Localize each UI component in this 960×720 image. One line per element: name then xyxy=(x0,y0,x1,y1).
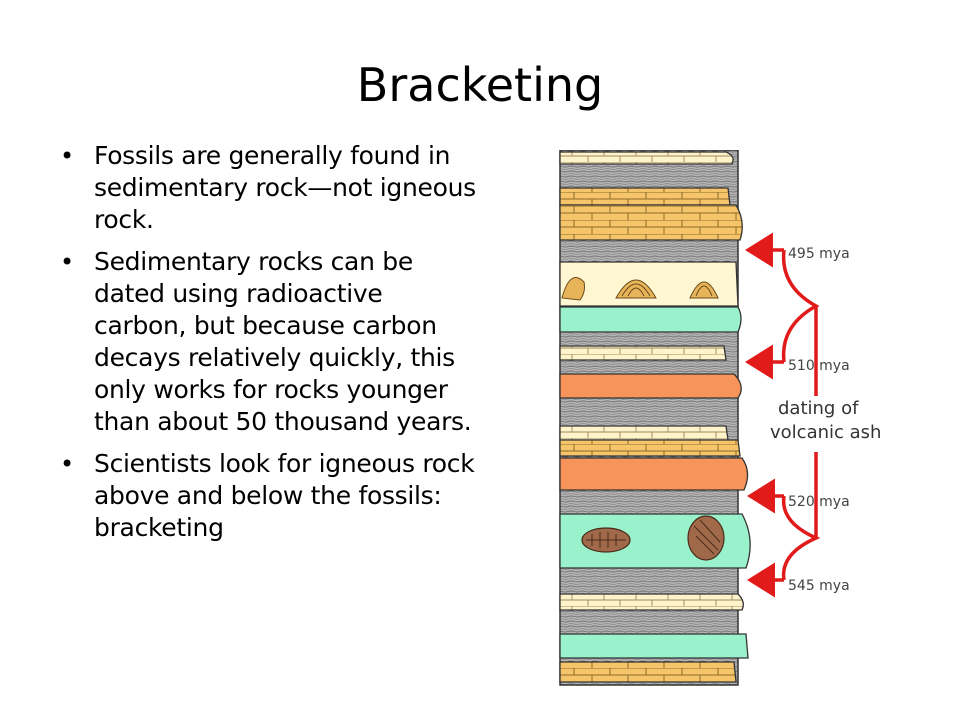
green-layer xyxy=(559,306,742,333)
age-label-510: 510 mya xyxy=(788,358,850,374)
limestone-layer xyxy=(559,204,743,241)
shell-fossil-icon xyxy=(561,277,719,301)
fossil-layer xyxy=(559,261,739,307)
age-label-495: 495 mya xyxy=(788,246,850,262)
bullet-text: Scientists look for igneous rock above a… xyxy=(94,449,475,542)
sandstone-layer xyxy=(559,345,727,361)
slide-title: Bracketing xyxy=(356,58,604,112)
bullet-item: • Sedimentary rocks can be dated using r… xyxy=(58,246,478,438)
limestone-layer xyxy=(559,439,741,457)
volcanic-ash-layer xyxy=(559,373,742,399)
bullet-item: • Scientists look for igneous rock above… xyxy=(58,448,478,544)
sandstone-layer xyxy=(559,593,744,611)
trilobite-fossil-icon xyxy=(581,515,725,561)
dating-bracket xyxy=(781,249,821,581)
dating-label-line1: dating of xyxy=(778,398,859,419)
bullet-icon: • xyxy=(60,450,74,478)
bullet-item: • Fossils are generally found in sedimen… xyxy=(58,140,478,236)
bullet-icon: • xyxy=(60,142,74,170)
bullet-icon: • xyxy=(60,248,74,276)
age-label-545: 545 mya xyxy=(788,578,850,594)
date-arrows xyxy=(745,232,784,598)
age-label-520: 520 mya xyxy=(788,494,850,510)
volcanic-ash-layer xyxy=(559,457,749,491)
bullet-list: • Fossils are generally found in sedimen… xyxy=(58,140,478,554)
sandstone-layer xyxy=(559,151,734,165)
rock-strata-diagram: 495 mya 510 mya dating of volcanic ash 5… xyxy=(559,150,881,686)
bullet-text: Fossils are generally found in sedimenta… xyxy=(94,141,476,234)
dating-label-line2: volcanic ash xyxy=(770,422,881,443)
limestone-layer xyxy=(559,187,731,206)
limestone-layer xyxy=(559,661,737,683)
limestone-layer xyxy=(559,425,729,441)
green-layer xyxy=(559,633,749,659)
bullet-text: Sedimentary rocks can be dated using rad… xyxy=(94,247,472,436)
